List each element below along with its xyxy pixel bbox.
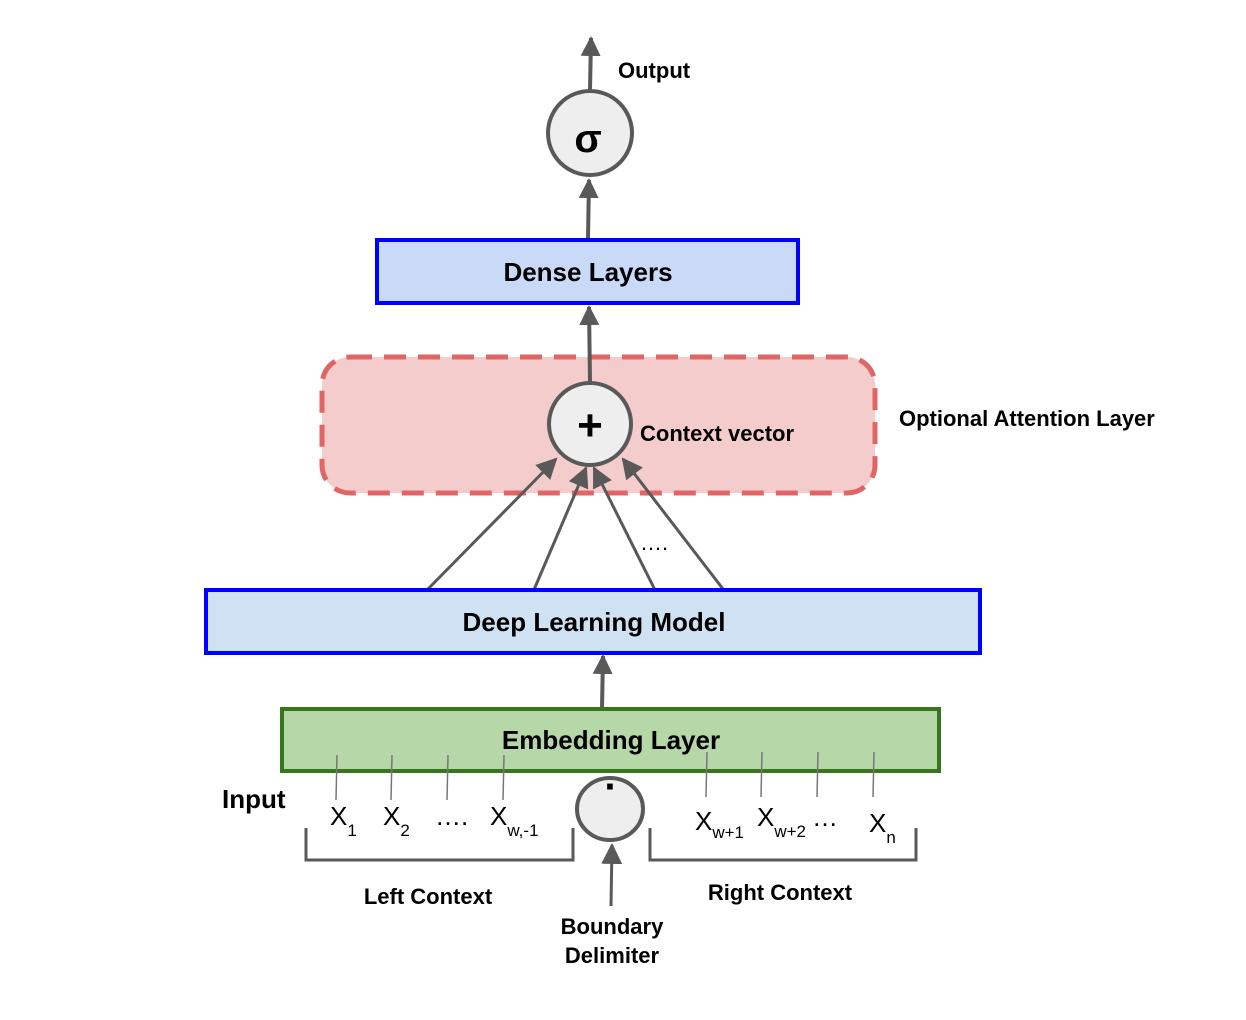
- input-token: Xw+2: [757, 802, 806, 841]
- input-token: Xw,-1: [490, 801, 539, 840]
- left-context-label: Left Context: [364, 884, 493, 909]
- embedding-to-model-arrow: [592, 654, 613, 709]
- optional-attention-label: Optional Attention Layer: [899, 406, 1155, 431]
- boundary-label: Boundary: [561, 914, 664, 939]
- input-token: ….: [435, 801, 468, 831]
- delimiter-arrow: [601, 842, 623, 907]
- context-vector-label: Context vector: [640, 421, 794, 446]
- embedding-layer-box: [280, 707, 941, 773]
- left-context-bracket: [304, 828, 575, 862]
- right-context-label: Right Context: [708, 880, 853, 905]
- input-connectors: [335, 751, 875, 801]
- input-token: …: [812, 802, 838, 832]
- output-arrow: [580, 36, 601, 91]
- input-label: Input: [222, 784, 286, 814]
- delimiter-symbol: ·: [604, 765, 617, 809]
- input-token: X1: [330, 801, 357, 840]
- attention-arrow-1: [425, 457, 558, 592]
- sigmoid-node: [546, 89, 634, 177]
- sigma-symbol: σ: [574, 117, 601, 161]
- attention-arrow-2: [531, 466, 589, 593]
- boundary-delimiter-node: [575, 776, 645, 842]
- deep-learning-model-box: [204, 588, 982, 655]
- context-to-dense-arrow: [579, 305, 600, 383]
- output-label: Output: [618, 58, 691, 83]
- dense-layers-box: [375, 238, 800, 305]
- delimiter-label: Delimiter: [565, 943, 660, 968]
- dense-layers-label: Dense Layers: [503, 257, 672, 287]
- right-context-bracket: [648, 828, 918, 862]
- input-token: Xw+1: [695, 806, 744, 842]
- input-token: X2: [383, 801, 410, 840]
- dense-to-sigma-arrow: [578, 178, 599, 239]
- embedding-layer-label: Embedding Layer: [502, 725, 720, 755]
- plus-symbol: +: [577, 401, 603, 450]
- attention-arrow-4: [621, 457, 725, 590]
- input-token: Xn: [869, 808, 896, 847]
- attention-arrow-3: [592, 466, 657, 591]
- context-sum-node: [547, 381, 633, 467]
- deep-learning-model-label: Deep Learning Model: [463, 607, 726, 637]
- attention-dots: ….: [640, 530, 668, 555]
